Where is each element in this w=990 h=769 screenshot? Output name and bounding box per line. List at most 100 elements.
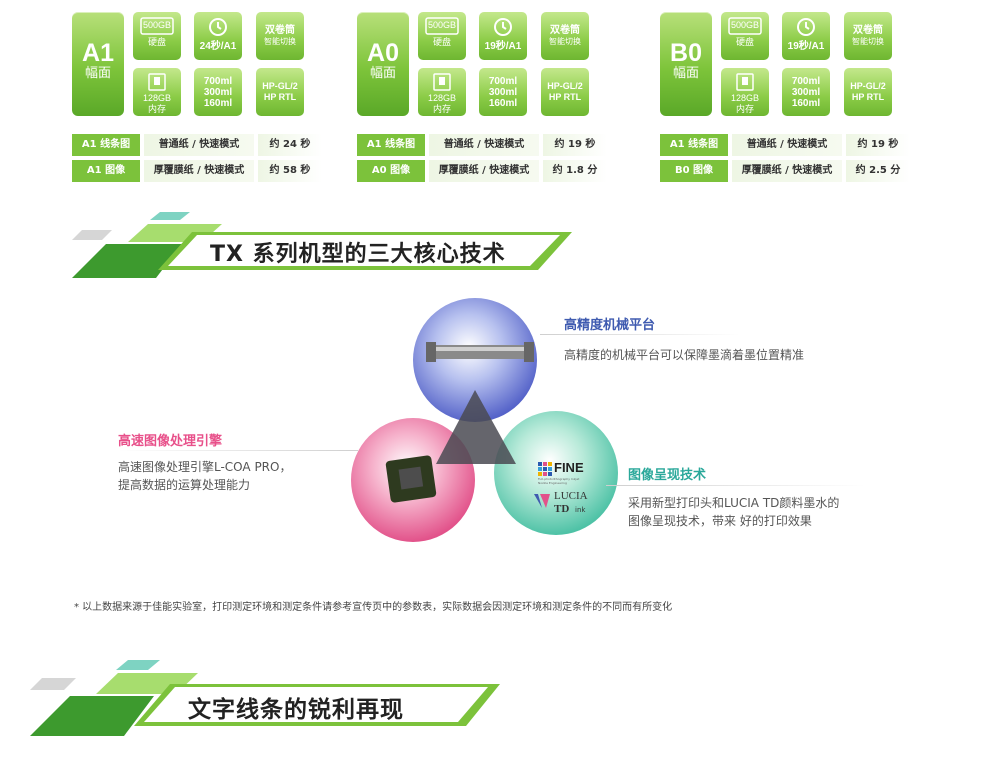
memory-label: 内存 xyxy=(432,104,451,114)
row-tag: A1 线条图 xyxy=(72,134,140,156)
section-title: TX 系列机型的三大核心技术 xyxy=(210,242,506,267)
ink-tile: 700ml 300ml 160ml xyxy=(479,68,527,116)
paper-size-label: 幅面 xyxy=(672,66,699,81)
lucia-logo-icon xyxy=(534,494,550,508)
td-logo-text: TD xyxy=(554,503,570,515)
speed-tile: 24秒/A1 xyxy=(194,12,242,60)
center-triangle xyxy=(436,390,516,464)
feature-imaging-desc-line1: 采用新型打印头和LUCIA TD颜料墨水的 xyxy=(628,496,840,510)
ink-300: 300ml xyxy=(488,86,518,98)
memory-icon xyxy=(433,73,451,91)
row-time: 约 1.8 分 xyxy=(543,160,607,182)
speed-row-image: B0 图像 厚覆膜纸 / 快速模式 约 2.5 分 xyxy=(660,160,910,182)
row-time: 约 24 秒 xyxy=(258,134,322,156)
hdd-tile: 500GB 硬盘 xyxy=(721,12,769,60)
data-source-footnote: * 以上数据来源于佳能实验室，打印测定环境和测定条件请参考宣传页中的参数表，实际… xyxy=(74,602,673,613)
row-mode: 厚覆膜纸 / 快速模式 xyxy=(429,160,539,182)
row-mode: 厚覆膜纸 / 快速模式 xyxy=(144,160,254,182)
clock-icon xyxy=(209,18,227,36)
memory-tile: 128GB 内存 xyxy=(133,68,181,116)
memory-tile: 128GB 内存 xyxy=(721,68,769,116)
ink-160: 160ml xyxy=(488,97,518,109)
dual-roll-tile: 双卷筒 智能切换 xyxy=(844,12,892,60)
feature-platform-desc: 高精度的机械平台可以保障墨滴着墨位置精准 xyxy=(564,348,805,362)
memory-label: 内存 xyxy=(735,104,754,114)
section-banner-sharp-lines: 文字线条的锐利再现 xyxy=(30,658,500,738)
core-tech-diagram xyxy=(351,298,618,542)
row-mode: 普通纸 / 快速模式 xyxy=(732,134,842,156)
ink-tile: 700ml 300ml 160ml xyxy=(194,68,242,116)
divider xyxy=(118,450,358,451)
speed-tile: 19秒/A1 xyxy=(479,12,527,60)
printer-platform-icon xyxy=(426,342,534,362)
hdd-capacity: 500GB xyxy=(142,20,172,30)
hdd-capacity: 500GB xyxy=(730,20,760,30)
hpgl2-label: HP-GL/2 xyxy=(850,81,886,91)
smart-switch-label: 智能切换 xyxy=(852,37,884,46)
ink-160: 160ml xyxy=(791,97,821,109)
language-tile: HP-GL/2 HP RTL xyxy=(541,68,589,116)
banner-decoration xyxy=(72,212,572,278)
paper-size-tile: A1 幅面 xyxy=(72,12,124,116)
smart-switch-label: 智能切换 xyxy=(549,37,581,46)
feature-engine-desc-line1: 高速图像处理引擎L-COA PRO， xyxy=(118,460,292,474)
memory-label: 内存 xyxy=(147,104,166,114)
lucia-logo-text: LUCIA xyxy=(554,490,588,502)
clock-icon xyxy=(797,18,815,36)
row-time: 约 19 秒 xyxy=(846,134,910,156)
model-spec-block: A0 幅面 500GB 硬盘 19秒/A1 双卷筒 智能切换 128GB 内存 … xyxy=(357,12,607,184)
hard-drive-icon xyxy=(728,17,762,35)
feature-platform-title: 高精度机械平台 xyxy=(564,318,656,333)
dual-roll-label: 双卷筒 xyxy=(265,25,295,36)
feature-imaging-title: 图像呈现技术 xyxy=(628,468,707,483)
row-tag: A0 图像 xyxy=(357,160,425,182)
paper-size-label: 幅面 xyxy=(84,66,111,81)
ink-700: 700ml xyxy=(791,75,821,87)
feature-imaging-desc-line2: 图像呈现技术，带来 好的打印效果 xyxy=(628,514,812,528)
speed-row-line: A1 线条图 普通纸 / 快速模式 约 19 秒 xyxy=(357,134,607,156)
section-banner-core-tech: TX 系列机型的三大核心技术 xyxy=(72,210,572,280)
ink-tile: 700ml 300ml 160ml xyxy=(782,68,830,116)
divider xyxy=(540,334,740,335)
hpgl2-label: HP-GL/2 xyxy=(547,81,583,91)
hpgl2-label: HP-GL/2 xyxy=(262,81,298,91)
banner-decoration xyxy=(30,660,500,736)
ink-160: 160ml xyxy=(203,97,233,109)
paper-size: A1 xyxy=(82,39,114,67)
memory-tile: 128GB 内存 xyxy=(418,68,466,116)
memory-capacity: 128GB xyxy=(730,93,760,103)
row-mode: 厚覆膜纸 / 快速模式 xyxy=(732,160,842,182)
dual-roll-tile: 双卷筒 智能切换 xyxy=(541,12,589,60)
model-spec-block: A1 幅面 500GB 硬盘 24秒/A1 双卷筒 智能切换 128GB 内存 … xyxy=(72,12,322,184)
memory-icon xyxy=(148,73,166,91)
paper-size-tile: B0 幅面 xyxy=(660,12,712,116)
ink-300: 300ml xyxy=(203,86,233,98)
hard-drive-icon xyxy=(425,17,459,35)
row-time: 约 58 秒 xyxy=(258,160,322,182)
print-speed: 24秒/A1 xyxy=(199,41,237,52)
feature-engine-desc-line2: 提高数据的运算处理能力 xyxy=(118,478,251,492)
print-speed: 19秒/A1 xyxy=(787,41,825,52)
speed-row-line: A1 线条图 普通纸 / 快速模式 约 19 秒 xyxy=(660,134,910,156)
ink-700: 700ml xyxy=(488,75,518,87)
dual-roll-label: 双卷筒 xyxy=(550,25,580,36)
dual-roll-label: 双卷筒 xyxy=(853,25,883,36)
row-time: 约 2.5 分 xyxy=(846,160,910,182)
dual-roll-tile: 双卷筒 智能切换 xyxy=(256,12,304,60)
memory-capacity: 128GB xyxy=(427,93,457,103)
hdd-label: 硬盘 xyxy=(147,37,166,47)
fine-logo-icon xyxy=(538,462,552,476)
language-tile: HP-GL/2 HP RTL xyxy=(256,68,304,116)
row-tag: A1 线条图 xyxy=(357,134,425,156)
hprtl-label: HP RTL xyxy=(851,92,885,102)
paper-size-label: 幅面 xyxy=(369,66,396,81)
speed-row-image: A0 图像 厚覆膜纸 / 快速模式 约 1.8 分 xyxy=(357,160,607,182)
ink-700: 700ml xyxy=(203,75,233,87)
hprtl-label: HP RTL xyxy=(548,92,582,102)
row-tag: A1 线条图 xyxy=(660,134,728,156)
row-tag: B0 图像 xyxy=(660,160,728,182)
imaging-circle xyxy=(494,411,618,535)
clock-icon xyxy=(494,18,512,36)
